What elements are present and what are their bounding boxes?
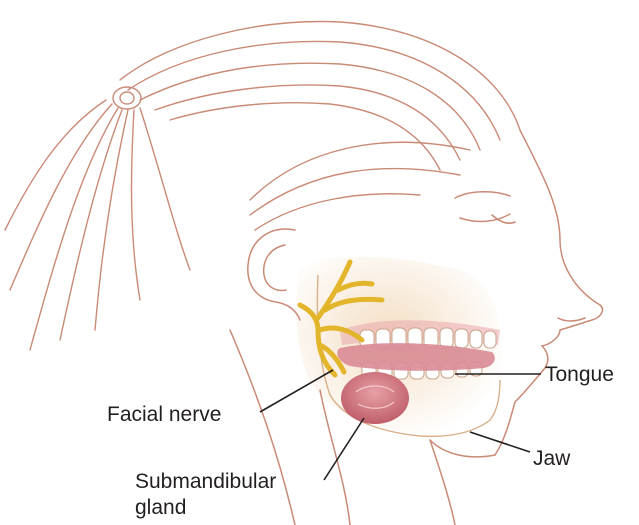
label-jaw: Jaw xyxy=(533,446,570,472)
label-facial-nerve: Facial nerve xyxy=(107,402,221,428)
label-submandibular-line1: Submandibular xyxy=(135,469,276,495)
label-tongue: Tongue xyxy=(545,362,614,388)
leader-line-jaw xyxy=(470,432,530,452)
submandibular-gland xyxy=(341,372,409,424)
label-submandibular-line2: gland xyxy=(135,495,276,521)
label-submandibular-gland: Submandibular gland xyxy=(135,469,276,522)
leader-line-submandibular xyxy=(324,418,364,480)
